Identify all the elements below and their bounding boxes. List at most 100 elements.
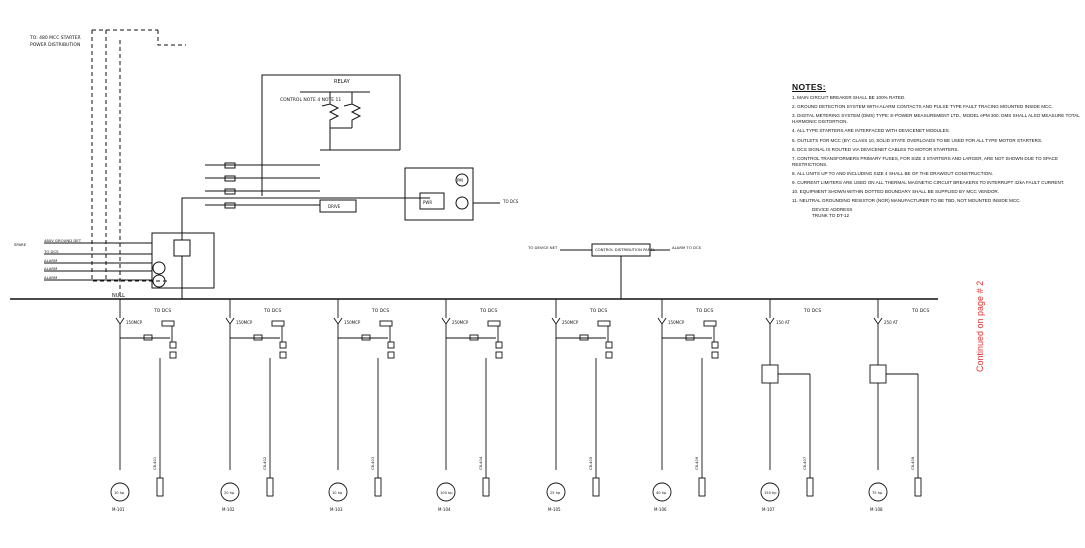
- cable-tag: CB-402: [263, 457, 267, 470]
- feeder-breaker-label: 250MCP: [562, 320, 579, 325]
- motor-rating: 10 hp: [114, 491, 125, 495]
- motor-symbol: [652, 482, 672, 502]
- breaker-symbol: [115, 317, 125, 325]
- breaker-symbol: [225, 317, 235, 325]
- breaker-symbol: [551, 317, 561, 325]
- continued-label: Continued on page # 2: [975, 280, 985, 372]
- relay-label: RELAY: [334, 79, 351, 85]
- null-label: NULL: [112, 293, 125, 299]
- left-label: 480V GROUND DET: [44, 238, 82, 243]
- breaker-symbol: [333, 317, 343, 325]
- feeder-dcs-label: TO DCS: [479, 308, 497, 314]
- motor-rating: 75 hp: [872, 491, 883, 495]
- feeder: [328, 299, 395, 502]
- control-box: [404, 167, 474, 221]
- feeder-breaker-label: 250MCP: [452, 320, 469, 325]
- cable-tag: CB-404: [479, 456, 483, 470]
- feeder-breaker-label: 150MCP: [126, 320, 143, 325]
- feeder: [760, 299, 814, 502]
- relay-box: [387, 341, 395, 349]
- vfd-box: [869, 364, 887, 384]
- feeder: [868, 299, 922, 502]
- motor-rating: 150 hp: [764, 491, 777, 495]
- cable-box: [914, 477, 922, 497]
- motor-tag: M-108: [870, 507, 883, 512]
- cable-box: [482, 477, 490, 497]
- feeder: [546, 299, 613, 502]
- note-item: 1. MAIN CIRCUIT BREAKER SHALL BE 100% RA…: [792, 95, 906, 101]
- cable-box: [698, 477, 706, 497]
- left-label: ALARM: [44, 275, 57, 280]
- motor-tag: M-102: [222, 507, 235, 512]
- feeder: [220, 299, 287, 502]
- feeder-dcs-label: TO DCS: [371, 308, 389, 314]
- tag-box: [597, 320, 611, 327]
- relay-box: [495, 351, 503, 359]
- feeder-breaker-label: 150 AT: [776, 320, 790, 325]
- drive-box: [319, 199, 357, 213]
- pm-label: PM: [457, 178, 463, 183]
- vfd-box: [761, 364, 779, 384]
- note-item: 5. OUTLETS FOR MCC (BY: CLASS 10, SOLID …: [792, 137, 1043, 143]
- pwr-label: PWR: [423, 200, 432, 205]
- meter-box: [151, 232, 215, 289]
- relay-box: [387, 351, 395, 359]
- feeder: [110, 299, 177, 502]
- relay-box: [711, 351, 719, 359]
- ol-box: [361, 334, 371, 341]
- motor-symbol: [546, 482, 566, 502]
- ol-box: [685, 334, 695, 341]
- feeder-breaker-label: 150MCP: [236, 320, 253, 325]
- feeder-breaker-label: 250 AT: [884, 320, 898, 325]
- ol-box: [469, 334, 479, 341]
- tag-box: [161, 320, 175, 327]
- relay-box: [279, 351, 287, 359]
- motor-tag: M-106: [654, 507, 667, 512]
- breaker-symbol: [657, 317, 667, 325]
- relay-box: [279, 341, 287, 349]
- tag-box: [271, 320, 285, 327]
- left-label: SPARE: [14, 242, 27, 247]
- left-label: ALARM: [44, 266, 57, 271]
- drive-label: DRIVE: [328, 204, 341, 209]
- motor-symbol: [328, 482, 348, 502]
- motor-tag: M-105: [548, 507, 561, 512]
- note-item: 10. EQUIPMENT SHOWN WITHIN DOTTED BOUNDA…: [792, 189, 1000, 195]
- motor-rating: 20 hp: [224, 491, 235, 495]
- note-item: 3. DIGITAL METERING SYSTEM (DMS) TYPE: E…: [792, 113, 1080, 125]
- cable-box: [156, 477, 164, 497]
- relay-box: [169, 341, 177, 349]
- cable-box: [592, 477, 600, 497]
- motor-rating: 10 hp: [332, 491, 343, 495]
- ol-box: [579, 334, 589, 341]
- left-label: ALARM: [44, 258, 57, 263]
- relay-box: [169, 351, 177, 359]
- breaker-symbol: [765, 317, 775, 325]
- cable-tag: CB-401: [153, 457, 157, 470]
- note-item: 6. DCS SIGNAL IS ROUTED VIA DEVICENET CA…: [792, 146, 959, 152]
- cable-box: [266, 477, 274, 497]
- control-dist-label: CONTROL DISTRIBUTION PANEL: [595, 247, 656, 252]
- cable-tag: CB-405: [589, 457, 593, 470]
- top-note: TO: 480 MCC STARTER: [29, 35, 81, 41]
- note-item: 2. GROUND DETECTION SYSTEM WITH ALARM CO…: [792, 104, 1053, 110]
- notes-panel: NOTES: 1. MAIN CIRCUIT BREAKER SHALL BE …: [792, 83, 1082, 220]
- motor-tag: M-101: [112, 507, 125, 512]
- tag-box: [379, 320, 393, 327]
- motor-rating: 40 hp: [656, 491, 667, 495]
- motor-rating: 100 hp: [440, 491, 453, 495]
- feeder-dcs-label: TO DCS: [695, 308, 713, 314]
- note-item: 8. ALL UNITS UP TO AND INCLUDING SIZE 4 …: [792, 170, 993, 176]
- ol-box: [253, 334, 263, 341]
- note-item: 7. CONTROL TRANSFORMERS PRIMARY FUSES, F…: [792, 155, 1059, 167]
- feeder-breaker-label: 150MCP: [668, 320, 685, 325]
- motor-tag: M-107: [762, 507, 775, 512]
- feeder: [436, 299, 503, 502]
- cable-box: [374, 477, 382, 497]
- motor-tag: M-104: [438, 507, 451, 512]
- feeder: [652, 299, 719, 502]
- feeders: TO DCS 150MCP M-101 10 hp CB-401 TO DCS 150MCP…: [110, 299, 929, 512]
- cable-tag: CB-407: [803, 457, 807, 470]
